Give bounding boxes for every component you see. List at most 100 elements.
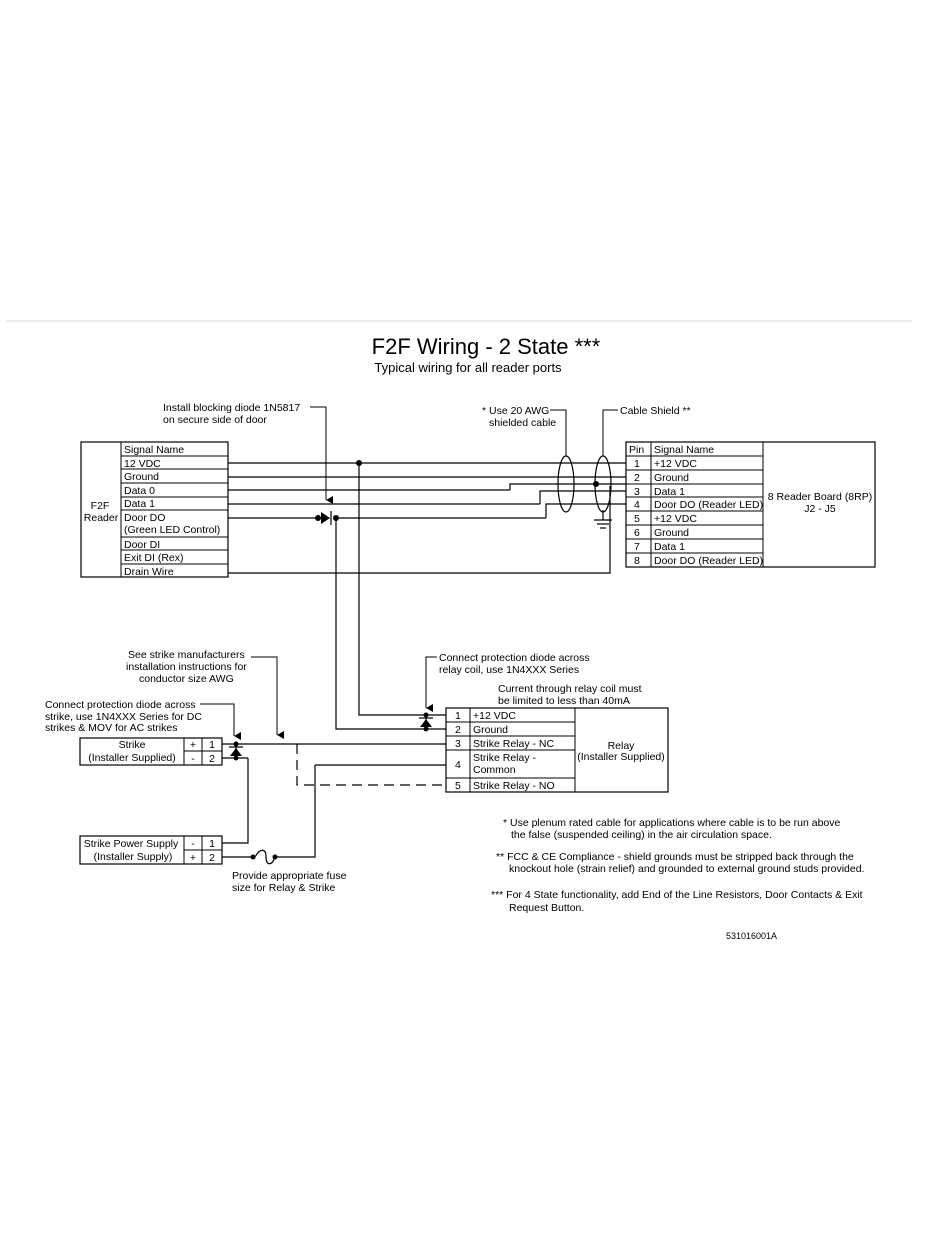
relay-pin: 2 — [455, 724, 461, 736]
board-signal: Ground — [654, 527, 689, 539]
awg-note: * Use 20 AWG — [482, 405, 549, 417]
awg-note: shielded cable — [489, 417, 556, 429]
power-supply-polarity: + — [190, 852, 196, 864]
note-2: ** FCC & CE Compliance - shield grounds … — [496, 851, 854, 863]
reader-row: Exit DI (Rex) — [124, 552, 184, 564]
blocking-diode-leader — [310, 406, 333, 504]
board-pin-header: Pin — [629, 444, 644, 456]
board-pin: 6 — [634, 527, 640, 539]
board-signal: Door DO (Reader LED) — [654, 499, 763, 511]
reader-row: Data 0 — [124, 485, 155, 497]
relay-coil-wires — [335, 463, 446, 732]
reader-row: Door DO — [124, 512, 165, 524]
reader-row: 12 VDC — [124, 458, 161, 470]
strike-diode-note: strikes & MOV for AC strikes — [45, 722, 177, 734]
blocking-diode-icon — [321, 511, 332, 525]
reader-row: (Green LED Control) — [124, 524, 220, 536]
board-pin: 7 — [634, 541, 640, 553]
relay-pin: 5 — [455, 780, 461, 792]
blocking-diode-note: Install blocking diode 1N5817 — [163, 402, 300, 414]
strike-name-line2: (Installer Supplied) — [88, 752, 176, 764]
strike-instructions-note: conductor size AWG — [139, 673, 234, 685]
document-number: 531016001A — [726, 931, 777, 941]
strike-diode-note: Connect protection diode across — [45, 699, 196, 711]
relay-signal: Strike Relay - NO — [473, 780, 555, 792]
board-pin: 5 — [634, 513, 640, 525]
strike-wires — [222, 743, 446, 858]
strike-block: Strike (Installer Supplied) + - 1 2 — [79, 737, 223, 766]
note-1: * Use plenum rated cable for application… — [503, 817, 841, 829]
board-signal: Data 1 — [654, 486, 685, 498]
reader-row: Door DI — [124, 539, 160, 551]
notes: * Use plenum rated cable for application… — [491, 817, 864, 914]
strike-instructions-note: installation instructions for — [126, 661, 247, 673]
strike-instructions-leader — [251, 656, 284, 739]
fuse-note: size for Relay & Strike — [232, 882, 335, 894]
power-supply-pin: 2 — [209, 852, 215, 864]
ground-symbol-icon — [594, 510, 612, 529]
strike-diode-note: strike, use 1N4XXX Series for DC — [45, 711, 202, 723]
relay-signal: Common — [473, 764, 516, 776]
relay-signal: Strike Relay - — [473, 752, 537, 764]
reader-block: F2F Reader Signal Name 12 VDC Ground Dat… — [80, 441, 229, 578]
note-2: knockout hole (strain relief) and ground… — [509, 863, 864, 875]
board-name-line2: J2 - J5 — [804, 503, 836, 515]
strike-name-line1: Strike — [119, 739, 146, 751]
power-supply-polarity: - — [191, 838, 195, 850]
relay-current-note: be limited to less than 40mA — [498, 695, 630, 707]
board-pin: 1 — [634, 458, 640, 470]
relay-current-note: Current through relay coil must — [498, 683, 642, 695]
strike-diode-leader — [200, 703, 241, 740]
power-supply-name-line2: (Installer Supply) — [94, 851, 173, 863]
board-signal: +12 VDC — [654, 513, 697, 525]
power-supply-pin: 1 — [209, 838, 215, 850]
note-3: Request Button. — [509, 902, 584, 914]
strike-polarity: + — [190, 739, 196, 751]
fuse-note: Provide appropriate fuse — [232, 870, 347, 882]
relay-pin: 3 — [455, 738, 461, 750]
reader-row: Ground — [124, 471, 159, 483]
blocking-diode-note: on secure side of door — [163, 414, 267, 426]
reader-name-line1: F2F — [91, 500, 110, 512]
awg-leader — [550, 409, 567, 456]
relay-pin: 4 — [455, 759, 461, 771]
board-signal: Data 1 — [654, 541, 685, 553]
strike-instructions-note: See strike manufacturers — [128, 649, 245, 661]
board-pin: 4 — [634, 499, 640, 511]
diagram-subtitle: Typical wiring for all reader ports — [374, 360, 562, 375]
relay-diode-note: relay coil, use 1N4XXX Series — [439, 664, 579, 676]
note-3: *** For 4 State functionality, add End o… — [491, 889, 863, 901]
strike-pin: 1 — [209, 739, 215, 751]
diagram-title: F2F Wiring - 2 State *** — [372, 334, 601, 359]
power-supply-name-line1: Strike Power Supply — [84, 838, 179, 850]
power-supply-block: Strike Power Supply (Installer Supply) -… — [79, 835, 223, 865]
board-signal-header: Signal Name — [654, 444, 714, 456]
board-name-line1: 8 Reader Board (8RP) — [768, 491, 872, 503]
board-pin: 2 — [634, 472, 640, 484]
reader-row: Drain Wire — [124, 566, 174, 578]
cable-shield-note: Cable Shield ** — [620, 405, 691, 417]
reader-board-wires — [228, 460, 626, 574]
reader-board-block: Pin Signal Name 1 2 3 4 5 6 7 8 +12 VDC … — [625, 441, 876, 568]
cable-shield-leader — [602, 409, 618, 456]
relay-signal: +12 VDC — [473, 710, 516, 722]
board-pin: 3 — [634, 486, 640, 498]
note-1: the false (suspended ceiling) in the air… — [511, 829, 772, 841]
strike-polarity: - — [191, 753, 195, 765]
board-signal: Door DO (Reader LED) — [654, 555, 763, 567]
relay-pin: 1 — [455, 710, 461, 722]
board-pin: 8 — [634, 555, 640, 567]
board-signal: Ground — [654, 472, 689, 484]
relay-signal: Strike Relay - NC — [473, 738, 555, 750]
relay-diode-note: Connect protection diode across — [439, 652, 590, 664]
board-signal: +12 VDC — [654, 458, 697, 470]
fuse-icon — [222, 849, 278, 865]
strike-pin: 2 — [209, 753, 215, 765]
reader-name-line2: Reader — [84, 512, 119, 524]
relay-diode-leader — [425, 656, 437, 712]
relay-signal: Ground — [473, 724, 508, 736]
relay-block: 1 2 3 4 5 +12 VDC Ground Strike Relay - … — [445, 707, 669, 793]
relay-name-line1: Relay — [608, 740, 636, 752]
relay-name-line2: (Installer Supplied) — [577, 751, 665, 763]
